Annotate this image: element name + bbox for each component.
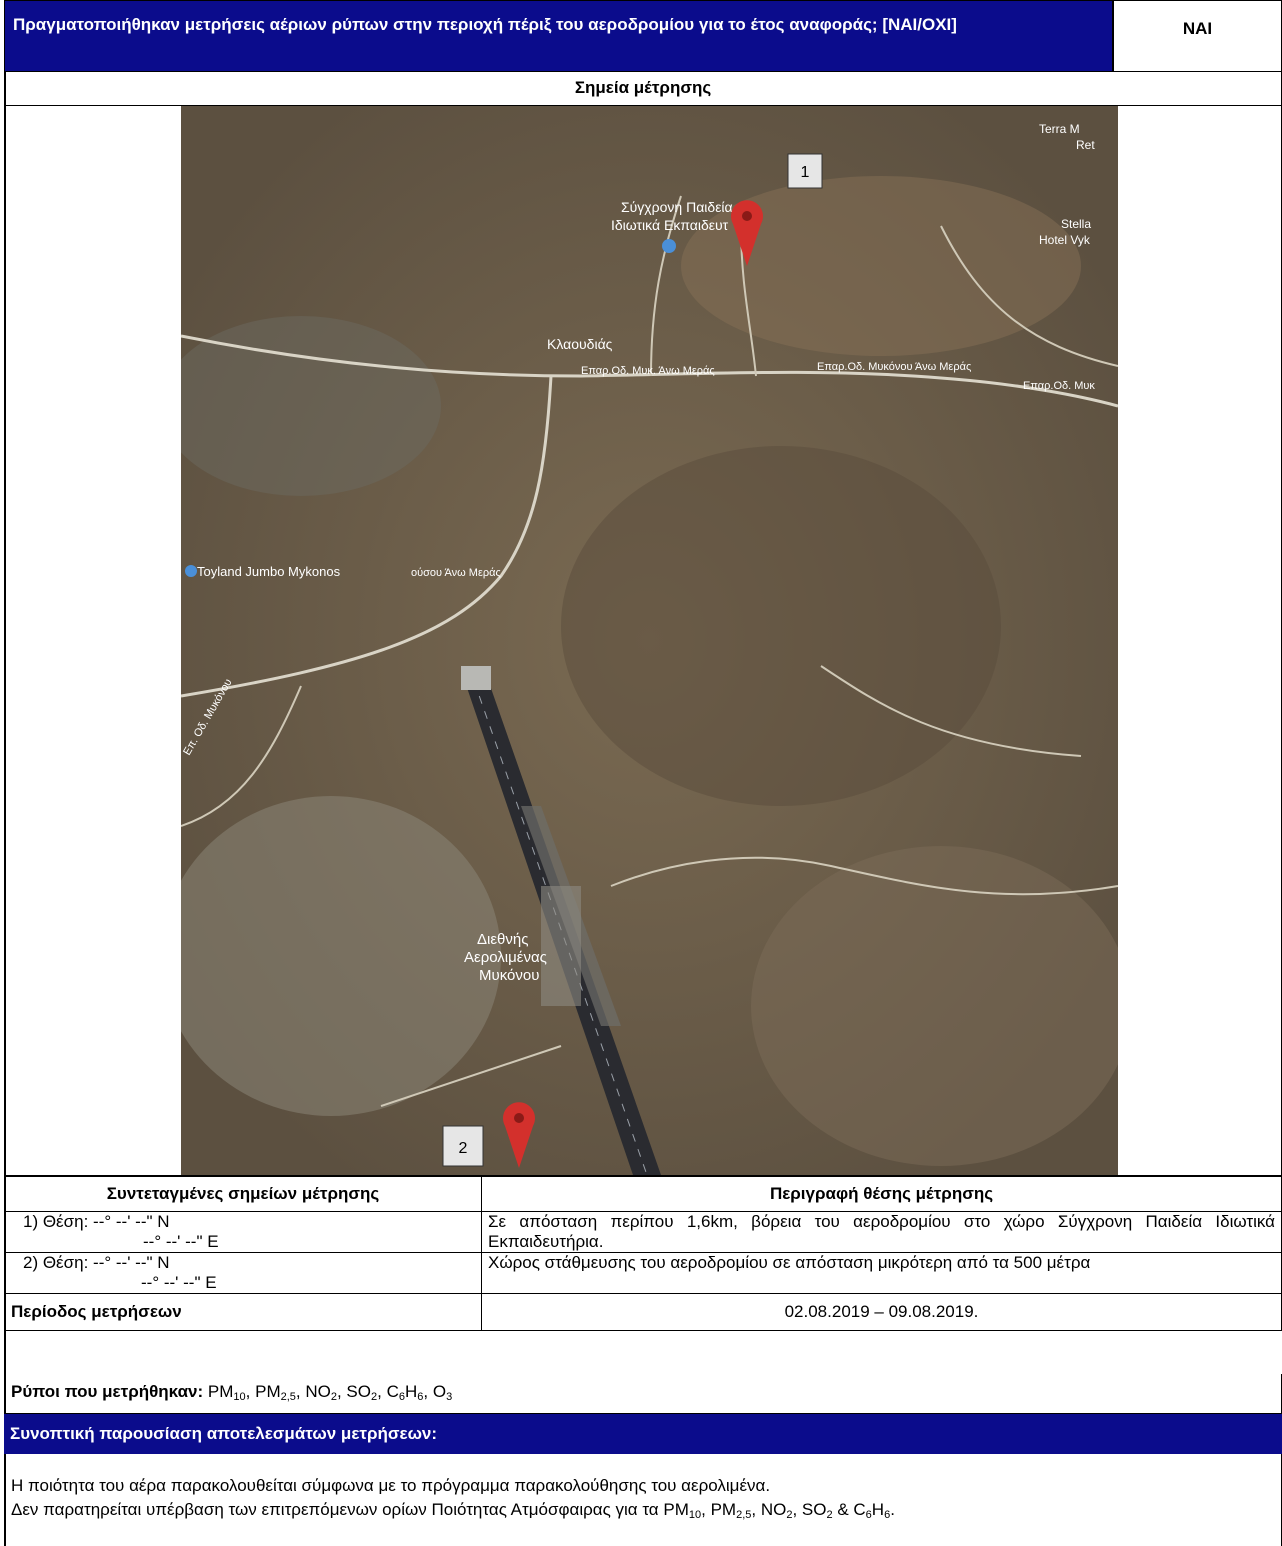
header-row: Πραγματοποιήθηκαν μετρήσεις αέριων ρύπων… xyxy=(4,0,1282,72)
description-cell: Σε απόσταση περίπου 1,6km, βόρεια του αε… xyxy=(481,1211,1282,1253)
map-label: Αερολιμένας xyxy=(464,949,547,966)
map-label: Επαρ.Οδ. Μυκόνου Άνω Μεράς xyxy=(817,361,971,373)
col-coordinates-header: Συντεταγμένες σημείων μέτρησης xyxy=(4,1176,482,1212)
marker-1-label-box xyxy=(787,153,823,189)
marker-1-number: 1 xyxy=(801,164,810,181)
coordinates-table: Συντεταγμένες σημείων μέτρησης Περιγραφή… xyxy=(4,1176,1282,1376)
coord-line: --° --' --" E xyxy=(141,1273,217,1292)
runway-threshold xyxy=(461,666,491,690)
map-label: Μυκόνου xyxy=(479,967,539,984)
summary-line: Δεν παρατηρείται υπέρβαση των επιτρεπόμε… xyxy=(11,1500,895,1521)
period-label: Περίοδος μετρήσεων xyxy=(4,1293,482,1331)
terrain-patch xyxy=(181,316,441,496)
col-description-header: Περιγραφή θέσης μέτρησης xyxy=(481,1176,1282,1212)
coord-cell: 2) Θέση: --° --' --" N --° --' --" E xyxy=(4,1252,482,1294)
road xyxy=(181,334,1118,408)
table-row: 1) Θέση: --° --' --" N --° --' --" E Σε … xyxy=(4,1211,1282,1253)
marker-2-dot xyxy=(514,1113,524,1123)
map-svg: Terra M Ret Σύγχρονη Παιδεία Ιδιωτικά Εκ… xyxy=(181,106,1118,1175)
road xyxy=(181,685,302,827)
map-label: Stella xyxy=(1061,217,1091,231)
marker-2-number: 2 xyxy=(459,1140,468,1157)
poi-icon xyxy=(185,565,197,577)
summary-line: Η ποιότητα του αέρα παρακολουθείται σύμφ… xyxy=(11,1476,771,1495)
period-value: 02.08.2019 – 09.08.2019. xyxy=(481,1293,1282,1331)
poi-icon xyxy=(662,239,676,253)
road xyxy=(610,856,1118,896)
terrain-patch xyxy=(751,846,1118,1166)
map-label: Ret xyxy=(1076,138,1095,152)
coord-line: 2) Θέση: --° --' --" N xyxy=(23,1253,170,1272)
map-label: Hotel Vyk xyxy=(1039,233,1091,247)
map-label: Επαρ.Οδ. Μυκ. Άνω Μεράς xyxy=(581,365,715,377)
measurement-points-title: Σημεία μέτρησης xyxy=(4,72,1282,106)
pollutants-label: Ρύποι που μετρήθηκαν: xyxy=(11,1382,204,1401)
summary-title: Συνοπτική παρουσίαση αποτελεσμάτων μετρή… xyxy=(4,1414,1282,1454)
terrain-patch xyxy=(561,446,1001,806)
road xyxy=(940,225,1118,367)
table-row: 2) Θέση: --° --' --" N --° --' --" E Χώρ… xyxy=(4,1252,1282,1294)
description-cell: Χώρος στάθμευσης του αεροδρομίου σε απόσ… xyxy=(481,1252,1282,1294)
satellite-map: Terra M Ret Σύγχρονη Παιδεία Ιδιωτικά Εκ… xyxy=(181,106,1118,1175)
road xyxy=(820,665,1082,757)
header-answer: ΝΑΙ xyxy=(1112,1,1281,71)
header-question: Πραγματοποιήθηκαν μετρήσεις αέριων ρύπων… xyxy=(5,1,1112,71)
map-label: Ιδιωτικά Εκπαιδευτ xyxy=(611,217,729,233)
marker-2-label-box xyxy=(442,1125,484,1167)
map-label: Toyland Jumbo Mykonos xyxy=(197,564,341,579)
marker-1-dot xyxy=(742,211,752,221)
summary-line-text: Δεν παρατηρείται υπέρβαση των επιτρεπόμε… xyxy=(11,1500,659,1519)
map-label: Σύγχρονη Παιδεία xyxy=(621,199,733,215)
map-row: Terra M Ret Σύγχρονη Παιδεία Ιδιωτικά Εκ… xyxy=(4,106,1282,1176)
table-row: Περίοδος μετρήσεων 02.08.2019 – 09.08.20… xyxy=(4,1293,1282,1331)
marker-1-pin-icon xyxy=(731,200,763,266)
coord-line: --° --' --" E xyxy=(143,1232,219,1251)
summary-body: Η ποιότητα του αέρα παρακολουθείται σύμφ… xyxy=(4,1454,1282,1546)
terrain-patch xyxy=(181,796,501,1116)
road xyxy=(181,375,553,698)
pollutants-list: PM10, PM2,5, NO2, SO2, C6H6, O3 xyxy=(207,1382,453,1403)
pollutants-row: Ρύποι που μετρήθηκαν: PM10, PM2,5, NO2, … xyxy=(4,1374,1282,1414)
map-label: ούσου Άνω Μεράς xyxy=(411,567,501,579)
road xyxy=(380,1045,562,1107)
terrain-patch xyxy=(681,176,1081,356)
marker-2-pin-icon xyxy=(503,1102,535,1168)
map-label: Κλαουδιάς xyxy=(547,336,613,352)
coord-line: 1) Θέση: --° --' --" N xyxy=(23,1212,170,1231)
apron xyxy=(541,886,581,1006)
left-border xyxy=(4,0,6,1546)
coord-cell: 1) Θέση: --° --' --" N --° --' --" E xyxy=(4,1211,482,1253)
road xyxy=(650,195,682,377)
map-label: Terra M xyxy=(1039,122,1080,136)
map-label: Επαρ.Οδ. Μυκ xyxy=(1023,380,1095,392)
map-label: Διεθνής xyxy=(477,931,528,948)
